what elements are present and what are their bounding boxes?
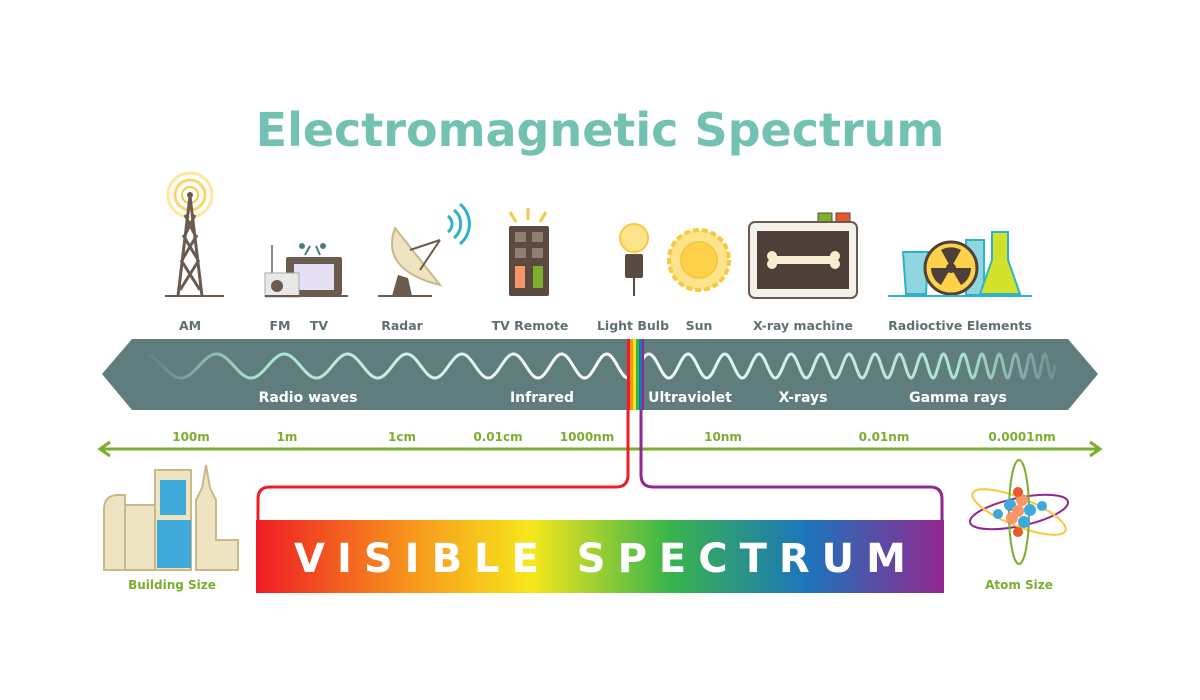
source-label-radioactive: Radioctive Elements	[888, 318, 1032, 333]
wave-line	[144, 351, 1057, 381]
xray-machine-icon	[748, 212, 858, 299]
title: Electromagnetic Spectrum	[256, 103, 945, 157]
source-label-sun: Sun	[686, 318, 713, 333]
spectrum-band	[102, 339, 1098, 410]
light-bulb-icon	[619, 223, 649, 296]
visible-strip	[627, 339, 644, 410]
source-label-tv: TV	[310, 318, 329, 333]
radar-dish-icon	[378, 202, 471, 297]
scale-arrow	[97, 440, 1103, 458]
radio-tv-icon	[264, 243, 348, 298]
scale-100m: 100m	[172, 430, 210, 444]
radio-tower-icon	[165, 171, 224, 297]
band-gamma-rays: Gamma rays	[909, 390, 1007, 406]
building-size-label: Building Size	[128, 578, 216, 592]
source-label-am: AM	[179, 318, 201, 333]
atom-size-label: Atom Size	[985, 578, 1053, 592]
radioactive-elements-icon	[888, 231, 1032, 297]
source-label-tv-remote: TV Remote	[492, 318, 569, 333]
source-label-radar: Radar	[381, 318, 423, 333]
visible-spectrum-label: VISIBLE SPECTRUM	[294, 536, 918, 582]
scale-1cm: 1cm	[388, 430, 416, 444]
band-ultraviolet: Ultraviolet	[648, 390, 732, 406]
violet-connector	[639, 410, 944, 520]
source-label-xray: X-ray machine	[753, 318, 853, 333]
band-radio-waves: Radio waves	[259, 390, 358, 406]
red-connector	[256, 410, 630, 520]
buildings-icon	[103, 464, 239, 571]
tv-remote-icon	[508, 208, 549, 296]
band-xrays: X-rays	[779, 390, 828, 406]
scale-1m: 1m	[277, 430, 298, 444]
scale-00001nm: 0.0001nm	[988, 430, 1055, 444]
scale-10nm: 10nm	[704, 430, 742, 444]
sun-icon	[667, 228, 731, 292]
scale-1000nm: 1000nm	[560, 430, 614, 444]
atom-icon	[969, 459, 1069, 565]
source-label-light-bulb: Light Bulb	[597, 318, 669, 333]
source-label-fm: FM	[270, 318, 291, 333]
band-infrared: Infrared	[510, 390, 574, 406]
scale-001nm: 0.01nm	[859, 430, 910, 444]
visible-spectrum-bar	[256, 520, 944, 593]
scale-001cm: 0.01cm	[473, 430, 522, 444]
